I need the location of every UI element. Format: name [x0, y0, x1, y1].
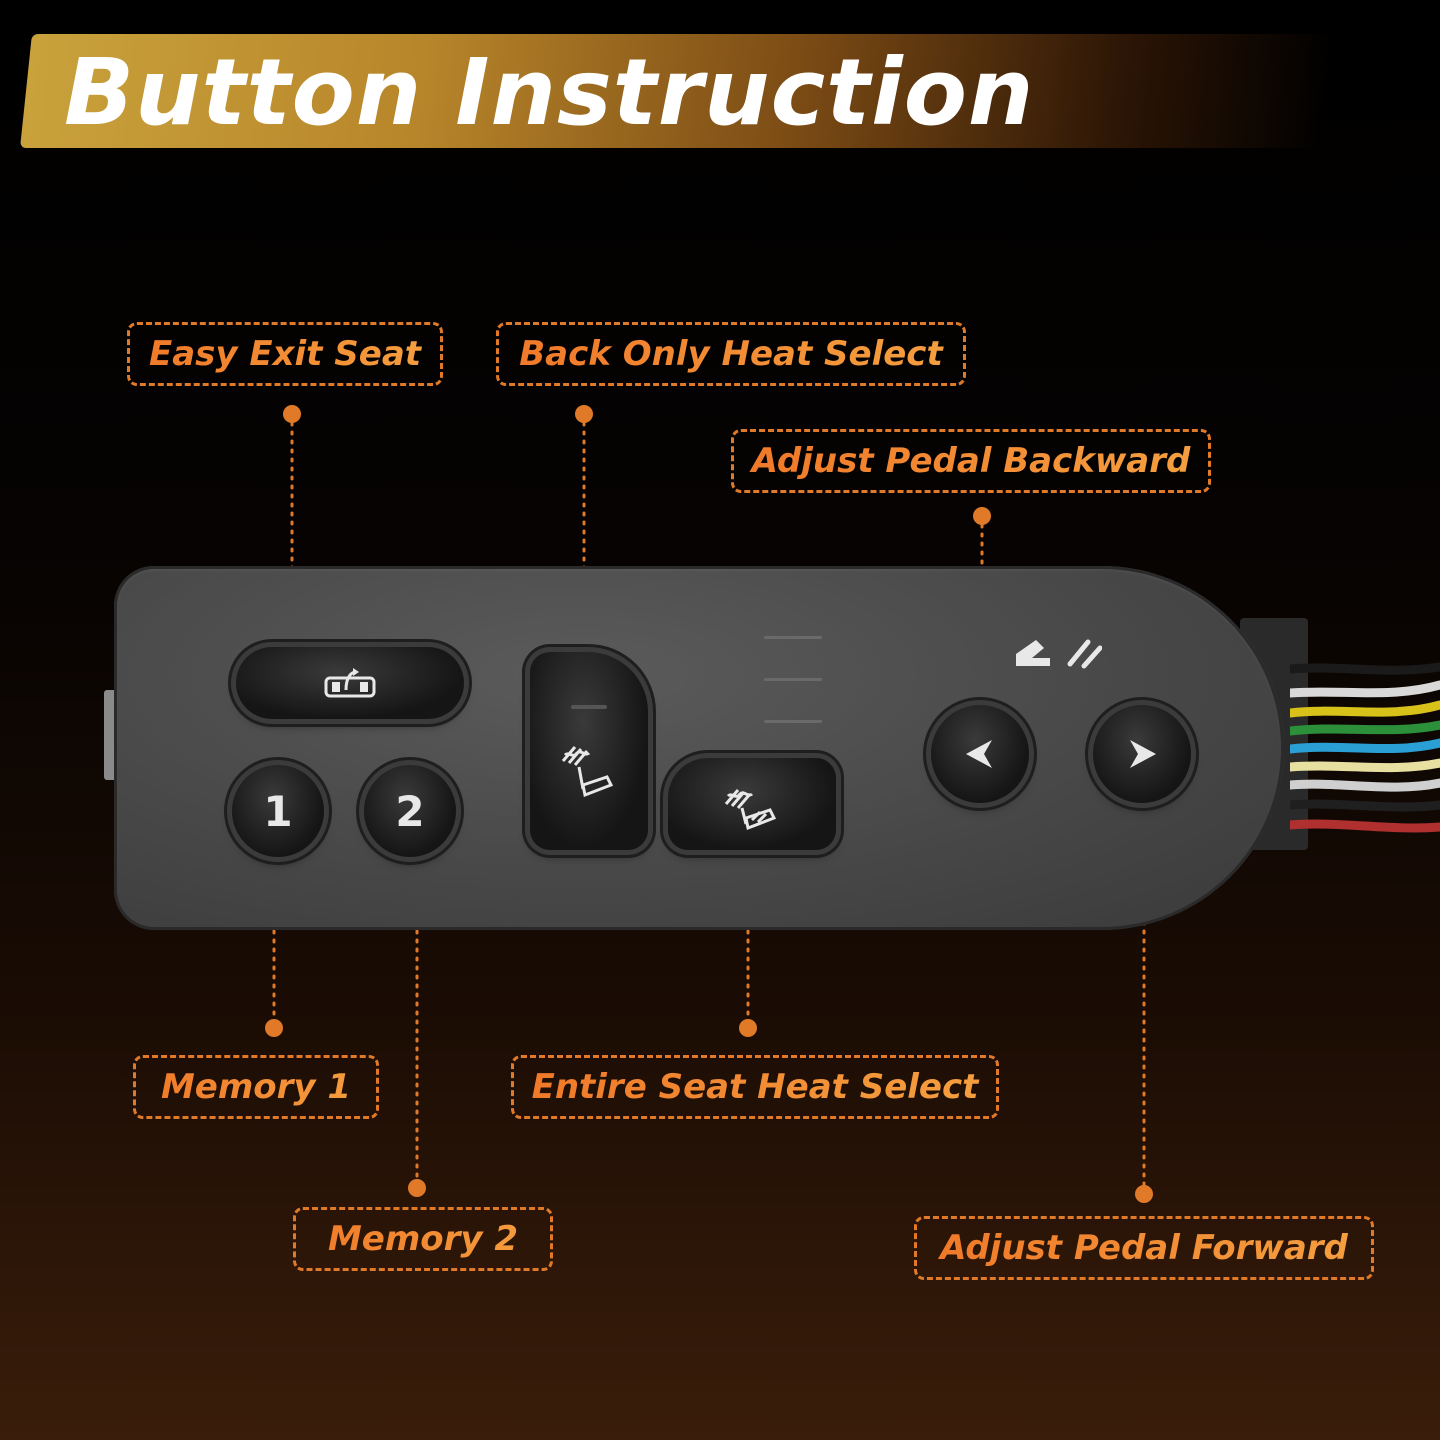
dot-pedal-fwd-bottom	[1135, 1185, 1153, 1203]
memory-1-button[interactable]: 1	[232, 765, 324, 857]
callout-memory-2: Memory 2	[293, 1207, 553, 1271]
dot-memory1-bottom	[265, 1019, 283, 1037]
entire-seat-heat-select-button[interactable]	[668, 758, 836, 850]
callout-easy-exit-seat: Easy Exit Seat	[127, 322, 443, 386]
arrow-right-icon	[1130, 740, 1156, 768]
pedal-icon	[1016, 639, 1102, 669]
callout-adjust-pedal-backward: Adjust Pedal Backward	[731, 429, 1211, 493]
heat-level-indicator-3	[764, 720, 822, 723]
easy-exit-icon	[324, 668, 376, 698]
callout-entire-seat-heat-select: Entire Seat Heat Select	[511, 1055, 999, 1119]
seat-entire-heat-icon	[724, 789, 777, 831]
switch-panel	[114, 566, 1284, 930]
callout-memory-1: Memory 1	[133, 1055, 379, 1119]
adjust-pedal-forward-button[interactable]	[1093, 705, 1191, 803]
dot-entire-bottom	[739, 1019, 757, 1037]
heat-level-indicator-1	[764, 636, 822, 639]
heat-level-indicator-2	[764, 678, 822, 681]
arrow-left-icon	[966, 740, 992, 768]
back-only-heat-select-button[interactable]	[530, 652, 648, 850]
seat-back-heat-icon	[561, 705, 614, 798]
dot-memory2-bottom	[408, 1179, 426, 1197]
callout-back-only-heat-select: Back Only Heat Select	[496, 322, 966, 386]
memory-2-button[interactable]: 2	[364, 765, 456, 857]
adjust-pedal-backward-button[interactable]	[931, 705, 1029, 803]
dot-back-heat-top	[575, 405, 593, 423]
easy-exit-seat-button[interactable]	[236, 647, 464, 719]
callout-adjust-pedal-forward: Adjust Pedal Forward	[914, 1216, 1374, 1280]
dot-pedal-back-top	[973, 507, 991, 525]
dot-easy-exit-top	[283, 405, 301, 423]
page-title: Button Instruction	[64, 39, 1035, 146]
wire-bundle	[1290, 662, 1440, 833]
